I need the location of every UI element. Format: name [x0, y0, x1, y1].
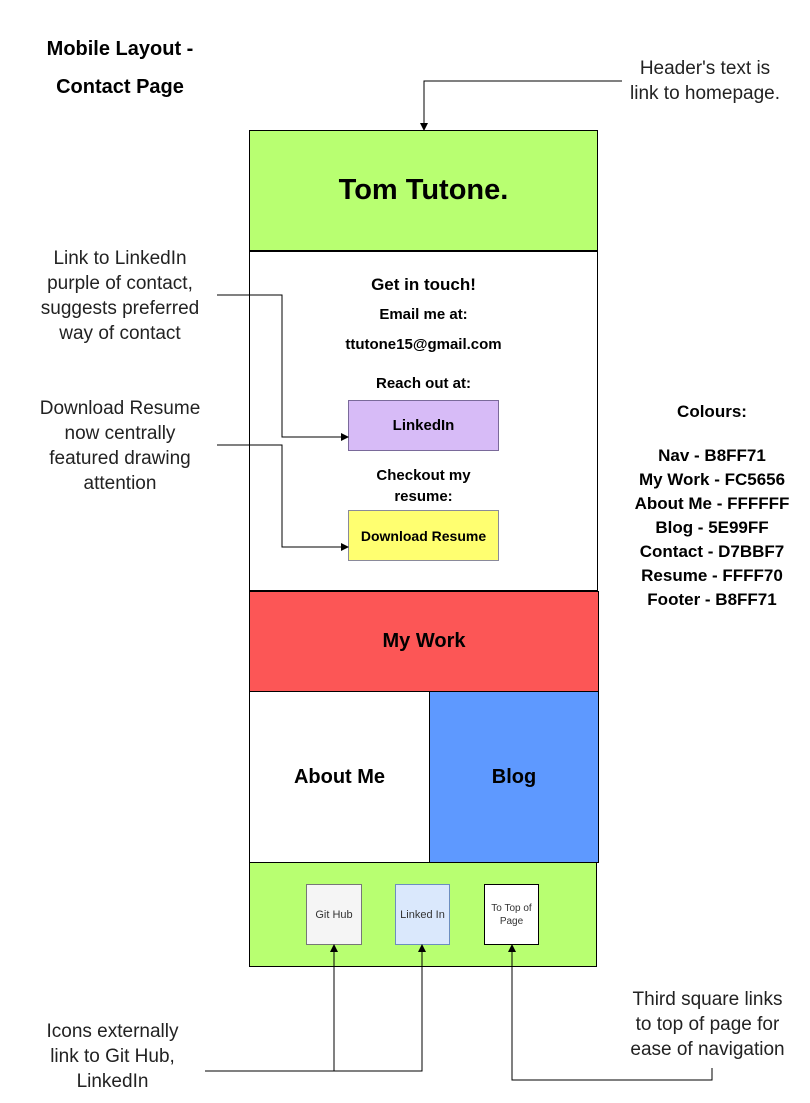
resume-annotation: Download Resume now centrally featured d… — [20, 396, 220, 496]
email-address[interactable]: ttutone15@gmail.com — [345, 336, 502, 353]
icons-annotation: Icons externally link to Git Hub, Linked… — [20, 1019, 205, 1094]
my-work-tile[interactable]: My Work — [249, 591, 599, 692]
header-arrow — [420, 80, 622, 131]
to-top-label-line-2: Page — [499, 915, 524, 927]
resume-annotation-line-2: now centrally — [64, 423, 176, 444]
header-box[interactable]: Tom Tutone. — [249, 130, 598, 251]
reach-label: Reach out at: — [375, 375, 471, 392]
colour-line-my-work: My Work - FC5656 — [638, 470, 786, 489]
colour-line-blog: Blog - 5E99FF — [655, 518, 769, 537]
colour-line-nav: Nav - B8FF71 — [658, 446, 766, 465]
icons-annotation-line-2: link to Git Hub, — [50, 1046, 175, 1067]
resume-label-line-2: resume: — [394, 488, 453, 505]
contact-heading: Get in touch! — [371, 275, 476, 294]
linkedin-annotation-line-3: suggests preferred — [40, 298, 200, 319]
top-annotation-line-2: to top of page for — [635, 1014, 780, 1035]
top-annotation: Third square links to top of page for ea… — [610, 987, 805, 1062]
resume-annotation-line-3: featured drawing — [49, 448, 191, 469]
linkedin-annotation-line-1: Link to LinkedIn — [53, 248, 187, 269]
my-work-label: My Work — [382, 630, 466, 652]
diagram-title-line-1: Mobile Layout - — [46, 38, 194, 60]
download-resume-button[interactable]: Download Resume — [348, 510, 499, 561]
colour-line-contact: Contact - D7BBF7 — [639, 542, 785, 561]
header-title-link[interactable]: Tom Tutone. — [338, 174, 509, 206]
download-resume-label: Download Resume — [360, 527, 487, 544]
github-icon-label: Git Hub — [315, 908, 353, 921]
diagram-title: Mobile Layout - Contact Page — [20, 30, 220, 106]
github-icon[interactable]: Git Hub — [306, 884, 362, 945]
resume-label-line-1: Checkout my — [376, 467, 471, 484]
linkedin-annotation-line-4: way of contact — [59, 323, 181, 344]
header-annotation-line-1: Header's text is — [639, 58, 771, 79]
linkedin-button[interactable]: LinkedIn — [348, 400, 499, 451]
linkedin-icon[interactable]: Linked In — [395, 884, 450, 945]
about-me-label: About Me — [293, 765, 386, 788]
top-annotation-line-3: ease of navigation — [630, 1039, 785, 1060]
resume-annotation-line-1: Download Resume — [39, 398, 201, 419]
top-annotation-line-1: Third square links — [632, 989, 783, 1010]
colour-line-footer: Footer - B8FF71 — [647, 590, 777, 609]
header-annotation: Header's text is link to homepage. — [610, 56, 800, 106]
header-annotation-line-2: link to homepage. — [630, 83, 780, 104]
linkedin-icon-label: Linked In — [400, 908, 445, 921]
resume-annotation-line-4: attention — [83, 473, 157, 494]
resume-label: Checkout my resume: — [249, 465, 598, 507]
email-label: Email me at: — [379, 306, 468, 323]
colour-line-about-me: About Me - FFFFFF — [634, 494, 790, 513]
icons-annotation-line-3: LinkedIn — [76, 1071, 149, 1092]
colour-line-resume: Resume - FFFF70 — [641, 566, 783, 585]
colours-legend: Colours: Nav - B8FF71 My Work - FC5656 A… — [612, 400, 810, 612]
linkedin-annotation: Link to LinkedIn purple of contact, sugg… — [20, 246, 220, 346]
linkedin-button-label: LinkedIn — [392, 417, 455, 434]
to-top-label-line-1: To Top of — [491, 902, 532, 914]
diagram-title-line-2: Contact Page — [56, 76, 184, 98]
colours-heading: Colours: — [677, 402, 747, 421]
about-me-tile[interactable]: About Me — [249, 691, 430, 863]
linkedin-annotation-line-2: purple of contact, — [47, 273, 193, 294]
to-top-icon[interactable]: To Top of Page — [484, 884, 539, 945]
blog-tile[interactable]: Blog — [429, 691, 599, 863]
icons-annotation-line-1: Icons externally — [46, 1021, 179, 1042]
blog-label: Blog — [491, 765, 537, 788]
